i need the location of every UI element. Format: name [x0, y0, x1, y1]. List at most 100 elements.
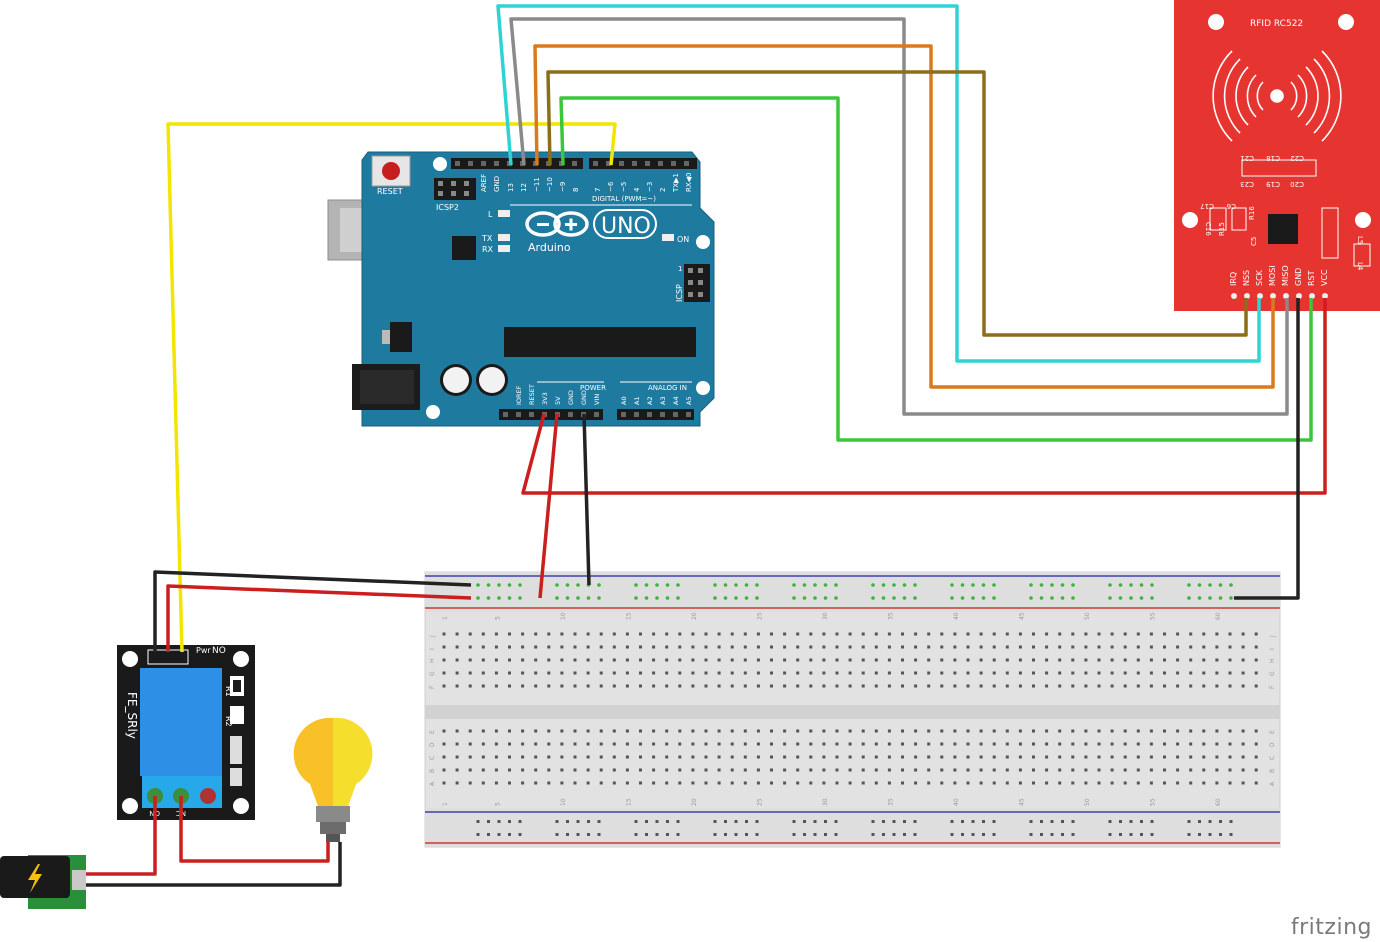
wire-cyan	[496, 4, 1261, 363]
bb-col-top-7: 35	[887, 612, 894, 620]
led-on-label: ON	[677, 235, 689, 244]
bb-col-top-6: 30	[822, 612, 829, 620]
bb-row-left-bottom-0: E	[429, 730, 436, 734]
digital-pin-10: ~3	[646, 182, 654, 192]
bb-row-right-bottom-0: E	[1269, 730, 1276, 734]
board-model: UNO	[601, 214, 651, 239]
bb-col-top-0: 1	[442, 616, 449, 620]
breadboard-holes	[442, 632, 1258, 785]
bb-col-bottom-5: 25	[756, 798, 763, 806]
bb-row-left-bottom-1: D	[429, 742, 436, 747]
bb-row-right-bottom-4: A	[1269, 781, 1276, 786]
wire-red-rfid	[521, 298, 1327, 495]
bb-row-left-bottom-2: C	[429, 756, 436, 760]
power-pin-5: GND	[580, 390, 588, 405]
relay-module: FE_SRly Pwr NO R1 R2 ON NC	[117, 645, 255, 820]
digital-header-label: DIGITAL (PWM=~)	[592, 195, 656, 203]
rfid-pin-1: NSS	[1242, 270, 1251, 286]
breadboard: 1155101015152020252530303535404045455050…	[424, 571, 1281, 848]
wire-olive	[546, 70, 1248, 337]
aref-label: AREF	[480, 174, 488, 192]
bb-row-right-top-3: G	[1269, 671, 1276, 676]
rfid-pin-7: VCC	[1320, 269, 1329, 286]
bb-row-left-bottom-4: A	[429, 781, 436, 786]
power-pin-1: RESET	[528, 384, 536, 405]
digital-pin-2: ~11	[533, 177, 541, 192]
power-pin-2: 3V3	[541, 392, 549, 405]
digital-pin-5: 8	[572, 188, 580, 192]
led-l-label: L	[488, 210, 493, 219]
gnd-label: GND	[493, 176, 501, 192]
rfid-component-9: R15	[1218, 222, 1226, 236]
rfid-component-4: C19	[1266, 180, 1280, 188]
bb-row-left-top-0: J	[429, 635, 436, 638]
power-header-label: POWER	[580, 384, 606, 392]
bb-col-top-11: 55	[1149, 612, 1156, 620]
wires	[86, 4, 1327, 887]
rfid-pin-pad	[1257, 293, 1263, 299]
rfid-pin-4: MISO	[1281, 265, 1290, 286]
rfid-component-12: L5	[1356, 236, 1364, 244]
wire-red-jack	[86, 796, 157, 876]
digital-pin-7: ~6	[607, 181, 615, 192]
rfid-component-10: C5	[1250, 237, 1258, 246]
bb-col-top-12: 60	[1215, 612, 1222, 620]
relay-name: FE_SRly	[125, 692, 139, 739]
rfid-pin-pad	[1296, 293, 1302, 299]
digital-pin-0: 13	[507, 183, 515, 192]
bb-row-right-top-1: I	[1269, 648, 1276, 650]
digital-pin-12: TX▶1	[672, 173, 680, 193]
wire-orange	[533, 44, 1275, 389]
digital-pin-1: 12	[520, 183, 528, 192]
bb-col-bottom-0: 1	[442, 802, 449, 806]
rfid-component-5: C20	[1290, 180, 1304, 188]
wire-red-relay	[166, 584, 472, 652]
arduino-logo: UNO Arduino	[525, 209, 657, 254]
bb-row-right-top-2: H	[1269, 658, 1276, 663]
analog-pin-4: A4	[672, 396, 680, 405]
light-bulb-icon	[293, 717, 373, 842]
icsp2-label: ICSP2	[436, 203, 459, 212]
relay-r2-label: R2	[224, 716, 233, 727]
rfid-pin-pad	[1244, 293, 1250, 299]
digital-pin-3: ~10	[546, 177, 554, 192]
rfid-antenna-icon	[1212, 50, 1342, 142]
bb-col-bottom-12: 60	[1215, 798, 1222, 806]
wire-black-bulb	[86, 842, 342, 887]
bb-col-top-2: 10	[560, 612, 567, 620]
bb-col-top-5: 25	[756, 612, 763, 620]
bb-row-left-top-4: F	[429, 685, 436, 689]
digital-pin-4: ~9	[559, 182, 567, 192]
bb-col-bottom-2: 10	[560, 798, 567, 806]
bb-col-top-3: 15	[625, 612, 632, 620]
rfid-smd-parts	[1209, 159, 1371, 267]
brand-label: Arduino	[528, 241, 571, 254]
analog-pin-5: A5	[685, 396, 693, 405]
digital-pin-6: 7	[594, 188, 602, 192]
analog-pin-1: A1	[633, 396, 641, 405]
bb-col-top-10: 50	[1084, 612, 1091, 620]
bb-row-left-bottom-3: B	[429, 769, 436, 773]
dc-power-jack-icon	[0, 855, 86, 909]
bb-col-bottom-9: 45	[1018, 798, 1025, 806]
wire-red-5v	[538, 413, 559, 599]
rfid-component-6: C17	[1200, 202, 1214, 210]
bb-col-bottom-3: 15	[625, 798, 632, 806]
breadboard-rail-holes	[476, 583, 1233, 836]
bb-col-top-4: 20	[691, 612, 698, 620]
rfid-pin-3: MOSI	[1268, 265, 1277, 286]
power-pin-4: GND	[567, 390, 575, 405]
rfid-pin-pad	[1270, 293, 1276, 299]
wire-gray	[509, 17, 1289, 416]
wire-red-bulb	[179, 796, 330, 863]
icsp-one: 1	[678, 265, 682, 273]
bb-row-right-bottom-3: B	[1269, 769, 1276, 773]
analog-pin-3: A3	[659, 396, 667, 405]
rfid-component-2: C22	[1290, 154, 1304, 162]
rfid-component-11: C16	[1204, 222, 1212, 236]
